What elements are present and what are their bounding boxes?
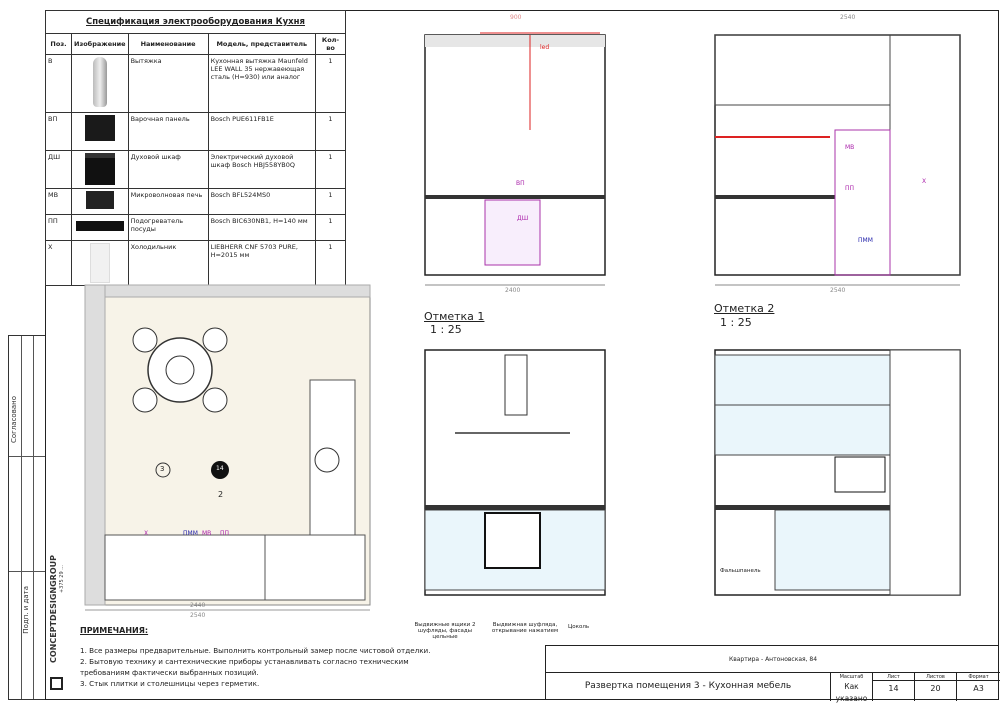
project-name: Квартира - Антоновская, 84 [546,646,1000,673]
tag-cooktop: ВП [516,180,525,187]
tag-microwave: МВ [202,530,212,537]
equipment-spec-table: Спецификация электрооборудования Кухня П… [45,10,346,286]
signature-label: Подп. и дата [22,586,30,634]
spec-title: Спецификация электрооборудования Кухня [45,10,346,34]
note-false-panel: Фальшпанель [720,568,761,574]
approval-stamp: Согласовано Подп. и дата [8,335,45,700]
hood-image [71,54,129,113]
elevation-2-scale: 1 : 25 [720,316,752,329]
tag-warmer: ПП [220,530,230,537]
tag-oven: ДШ [517,215,529,222]
note-push-drawer: Выдвижная шуфляда, открывание нажатием [491,622,559,634]
tag-microwave-elev: МВ [845,144,855,151]
tag-dishwasher-elev: ПММ [858,237,873,244]
elevation-1-scale: 1 : 25 [430,323,462,336]
tag-warmer-elev: ПП [845,185,855,192]
paper-format: А3 [973,684,984,693]
col-pos: Поз. [45,33,72,55]
elevation-4-drawing [714,349,961,596]
col-qty: Кол-во [315,33,346,55]
note-plinth: Цоколь [568,624,590,630]
plan-total-dim: 2540 [190,612,206,619]
note-item: 3. Стык плитки и столешницы через гермет… [80,679,260,688]
elevation-1-label: Отметка 1 [424,310,485,323]
cooktop-image [71,112,129,151]
scale-value: Как указано [835,682,868,703]
fridge-image [71,240,129,286]
sheet-number: 14 [888,684,899,693]
elevation-2-drawing [714,34,961,286]
sheet-count: 20 [930,684,941,693]
plan-width-dim: 2440 [190,602,206,609]
oven-image [71,150,129,189]
warming-drawer-image [71,214,129,241]
sheet-title: Развертка помещения 3 - Кухонная мебель [546,673,831,701]
note-item: требованиям фактически выбранных позиций… [80,668,259,677]
note-item: 1. Все размеры предварительные. Выполнит… [80,646,431,655]
col-image: Изображение [71,33,129,55]
elev1-bottom-dim: 2400 [505,287,521,294]
title-block: Квартира - Антоновская, 84 Развертка пом… [545,645,1000,703]
elev1-top-dim: 900 [510,14,522,21]
room-number: 3 [160,465,165,473]
tag-fridge-elev: Х [922,178,927,185]
tag-dishwasher: ПММ [183,530,198,537]
elev2-bottom-dim: 2540 [830,287,846,294]
notes-list: 1. Все размеры предварительные. Выполнит… [80,645,431,689]
tag-fridge: Х [144,530,149,537]
section-marker-sheet: 2 [218,490,224,499]
elev2-top-dim: 2540 [840,14,856,21]
drawing-frame [45,10,999,700]
section-marker-number: 14 [216,465,224,472]
elevation-3-drawing [424,349,606,596]
col-name: Наименование [127,33,209,55]
led-tag: led [540,44,550,51]
notes-title: ПРИМЕЧАНИЯ: [80,626,149,635]
company-logo: CONCEPTDESIGNGROUP +375 29 ... [47,555,67,700]
col-model: Модель, представитель [207,33,317,55]
approved-label: Согласовано [10,396,18,444]
microwave-image [71,188,129,215]
note-item: 2. Бытовую технику и сантехнические приб… [80,657,409,666]
note-drawers: Выдвижные ящики 2 шуфляды, фасады цельны… [414,622,476,640]
floor-plan [84,284,371,611]
elevation-2-label: Отметка 2 [714,302,775,315]
elevation-1-drawing [424,32,606,286]
